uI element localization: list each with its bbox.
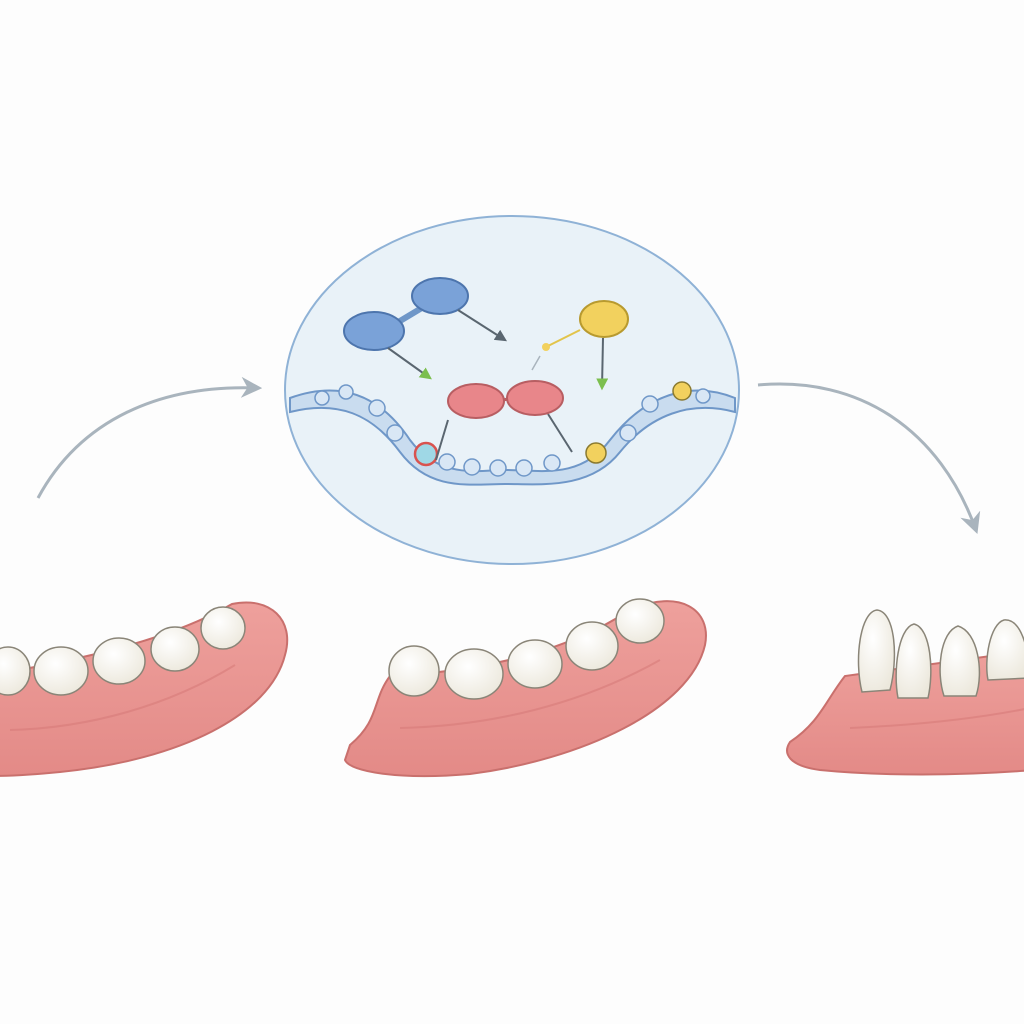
tooth bbox=[200, 606, 246, 650]
jaw-stage-3 bbox=[786, 609, 1024, 776]
red-dimer bbox=[447, 380, 564, 419]
rounded-teeth bbox=[388, 598, 665, 700]
yellow-molecule bbox=[579, 300, 629, 338]
signal-arrow-dark bbox=[457, 309, 508, 342]
tooth bbox=[986, 619, 1024, 681]
pointed-teeth bbox=[857, 609, 1024, 699]
tooth bbox=[444, 648, 504, 700]
faint-arrow bbox=[531, 355, 541, 371]
jaw-stage-1 bbox=[0, 601, 289, 777]
yellow-dot bbox=[542, 343, 550, 351]
yellow-marker bbox=[672, 381, 692, 401]
signal-arrow-green-right bbox=[596, 337, 609, 391]
flow-arrow-left bbox=[36, 376, 263, 499]
red-ring-marker bbox=[413, 441, 439, 467]
receptor-left bbox=[435, 419, 449, 461]
tooth bbox=[33, 646, 89, 696]
tooth bbox=[507, 639, 563, 689]
flow-arrow-right bbox=[757, 382, 981, 534]
tooth bbox=[857, 609, 896, 693]
tooth bbox=[0, 646, 31, 696]
tooth bbox=[150, 626, 200, 672]
tooth bbox=[565, 621, 619, 671]
tooth bbox=[92, 637, 146, 685]
jaw-stage-2 bbox=[343, 598, 707, 778]
tooth bbox=[388, 645, 440, 697]
cell-strand bbox=[289, 389, 736, 486]
receptor-right bbox=[547, 413, 573, 453]
tooth bbox=[895, 623, 932, 699]
tooth bbox=[939, 625, 981, 697]
rounded-teeth bbox=[0, 606, 246, 696]
signal-arrow-green-left bbox=[387, 347, 432, 380]
blue-dimer bbox=[343, 277, 469, 351]
strand-beads bbox=[314, 384, 711, 477]
yellow-marker bbox=[585, 442, 607, 464]
signal-arrow-yellow bbox=[547, 329, 581, 347]
tooth bbox=[615, 598, 665, 644]
molecular-inset bbox=[284, 215, 740, 565]
